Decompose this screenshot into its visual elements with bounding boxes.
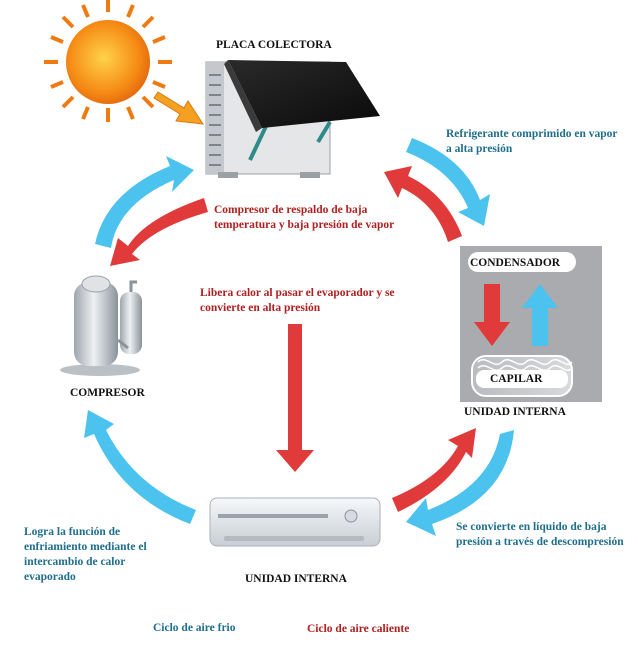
compressed-refrigerant-note: Refrigerante comprimido en vapor a alta … (446, 128, 618, 155)
cold-arrow-top-right (406, 138, 490, 226)
cold-cycle-arrows (84, 138, 514, 536)
cooling-function-note: Logra la función de enfriamiento mediant… (24, 526, 147, 583)
compressor-label: COMPRESOR (70, 387, 145, 399)
legend-cold-air: Ciclo de aire frio (153, 622, 236, 634)
hot-cycle-arrows (110, 166, 476, 512)
legend-hot-air: Ciclo de aire caliente (307, 623, 410, 635)
compressor-icon (60, 275, 142, 376)
condenser-label: CONDENSADOR (470, 257, 561, 269)
indoor-unit-bottom-label: UNIDAD INTERNA (245, 573, 347, 585)
liquid-conversion-note: Se convierte en líquido de baja presión … (456, 521, 624, 548)
collector-plate-label: PLACA COLECTORA (216, 39, 332, 51)
cold-arrow-bottom-right (406, 430, 514, 536)
hot-arrow-top-right (384, 166, 462, 242)
condenser-down-arrow (474, 284, 510, 346)
air-conditioner-icon (209, 497, 381, 547)
cold-arrow-top-left (95, 156, 194, 248)
condenser-up-arrow (522, 284, 558, 346)
sun-icon (44, 0, 172, 122)
hot-arrow-center-down (276, 324, 314, 472)
capillary-label: CAPILAR (490, 373, 543, 385)
sunlight-arrow (153, 91, 204, 125)
hot-arrow-top-left (110, 198, 208, 266)
releases-heat-note: Libera calor al pasar el evaporador y se… (200, 287, 395, 314)
solar-panel-icon (205, 60, 380, 178)
indoor-unit-right-label: UNIDAD INTERNA (464, 406, 566, 418)
cold-arrow-bottom-left (84, 410, 196, 524)
backup-compressor-note: Compresor de respaldo de baja temperatur… (214, 204, 395, 231)
hot-arrow-bottom-right (392, 428, 476, 512)
